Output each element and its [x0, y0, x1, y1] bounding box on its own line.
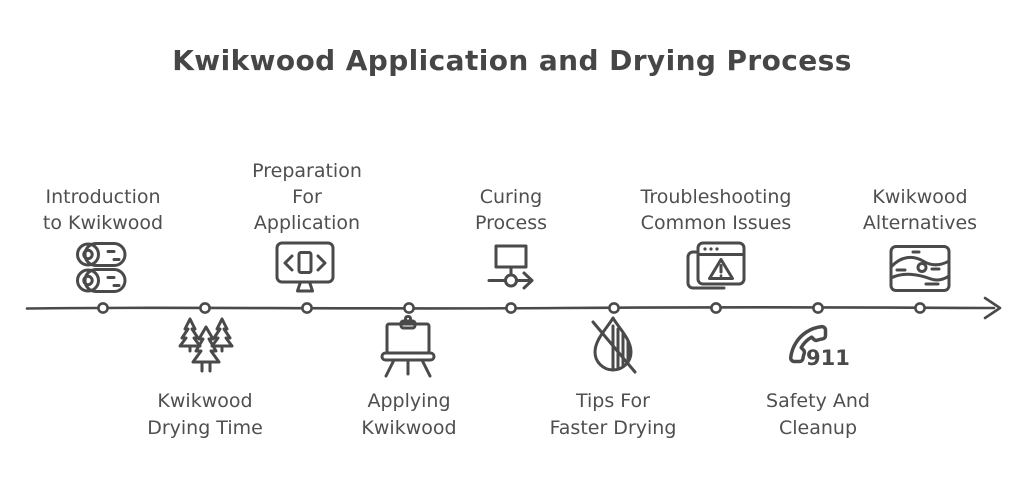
diagram-title: Kwikwood Application and Drying Process — [172, 44, 852, 77]
arrowhead-icon — [983, 296, 1002, 320]
step-label-drying-time: Kwikwood Drying Time — [147, 390, 263, 439]
step-label-preparation: Preparation For Application — [252, 160, 362, 234]
timeline-node — [608, 302, 620, 314]
step-label-curing: Curing Process — [474, 186, 548, 234]
timeline-node — [505, 302, 517, 314]
step-label-faster-drying: Tips For Faster Drying — [549, 390, 677, 439]
timeline-node — [914, 302, 926, 314]
timeline-node — [301, 302, 313, 314]
flowchart-node-arrow-icon — [487, 244, 534, 290]
monitor-code-icon — [275, 241, 335, 293]
timeline-axis — [25, 296, 1002, 320]
no-water-drop-icon — [591, 316, 637, 374]
timeline-line — [25, 305, 996, 310]
step-label-alternatives: Kwikwood Alternatives — [862, 186, 978, 234]
phone-911-icon — [788, 324, 828, 364]
step-label-intro: Introduction to Kwikwood — [42, 186, 164, 234]
timeline-node — [199, 302, 211, 314]
phone-911-label: 911 — [806, 346, 850, 370]
logs-icon — [76, 242, 127, 293]
wood-plank-icon — [889, 245, 951, 292]
timeline-node — [403, 302, 415, 314]
step-label-troubleshooting: Troubleshooting Common Issues — [640, 186, 792, 234]
timeline-node — [812, 302, 824, 314]
step-label-applying: Applying Kwikwood — [361, 390, 457, 439]
browser-warning-icon — [686, 241, 746, 290]
timeline-node — [710, 302, 722, 314]
easel-icon — [380, 315, 436, 378]
timeline-node — [97, 302, 109, 314]
pine-trees-icon — [178, 317, 234, 373]
step-label-safety: Safety And Cleanup — [766, 390, 870, 439]
